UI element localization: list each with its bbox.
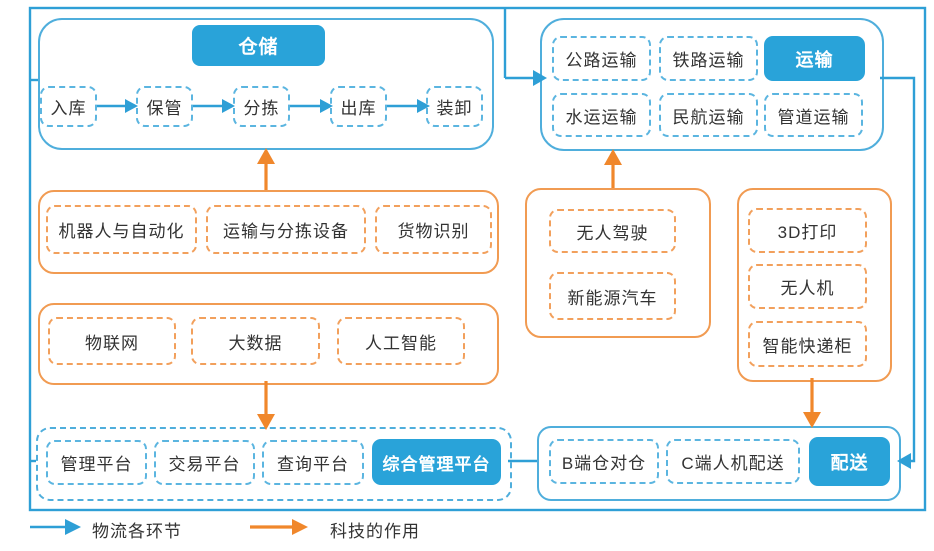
data-tech-box: 物联网 xyxy=(48,317,176,365)
warehouse-tech-box: 货物识别 xyxy=(375,205,492,254)
delivery-box: C端人机配送 xyxy=(666,439,800,484)
arrowhead-up-icon xyxy=(604,149,622,165)
data-tech-box: 大数据 xyxy=(191,317,320,365)
arrowhead-right-icon xyxy=(292,519,308,535)
arrowhead-up-icon xyxy=(257,148,275,164)
warehouse-tech-box: 运输与分拣设备 xyxy=(206,205,366,254)
warehouse-step-box: 入库 xyxy=(40,86,97,127)
warehouse-step-box: 分拣 xyxy=(233,86,290,127)
warehouse-step-box: 出库 xyxy=(330,86,387,127)
delivery-title-box: 配送 xyxy=(809,437,890,486)
data-tech-box: 人工智能 xyxy=(337,317,465,365)
warehouse-tech-box: 机器人与自动化 xyxy=(46,205,197,254)
platform-box: 查询平台 xyxy=(262,440,364,485)
warehouse-step-box: 保管 xyxy=(136,86,193,127)
delivery-tech-box: 智能快递柜 xyxy=(748,321,867,367)
delivery-tech-box: 3D打印 xyxy=(748,208,867,253)
transport-tech-box: 无人驾驶 xyxy=(549,209,676,253)
transport-mode-box: 民航运输 xyxy=(659,93,758,137)
platform-box: 交易平台 xyxy=(154,440,255,485)
platform-title-box: 综合管理平台 xyxy=(372,439,501,485)
delivery-box: B端仓对仓 xyxy=(549,439,659,484)
warehouse-step-box: 装卸 xyxy=(426,86,483,127)
legend-technology-label: 科技的作用 xyxy=(330,522,420,541)
platform-box: 管理平台 xyxy=(46,440,147,485)
transport-mode-box: 管道运输 xyxy=(764,93,863,137)
arrowhead-right-icon xyxy=(65,519,81,535)
delivery-tech-box: 无人机 xyxy=(748,264,867,309)
transport-title-box: 运输 xyxy=(764,36,865,81)
transport-mode-box: 铁路运输 xyxy=(659,36,758,81)
transport-mode-box: 水运运输 xyxy=(552,93,651,137)
transport-tech-box: 新能源汽车 xyxy=(549,272,676,320)
legend-logistics-label: 物流各环节 xyxy=(92,522,182,541)
transport-mode-box: 公路运输 xyxy=(552,36,651,81)
warehouse-title-box: 仓储 xyxy=(192,25,325,66)
